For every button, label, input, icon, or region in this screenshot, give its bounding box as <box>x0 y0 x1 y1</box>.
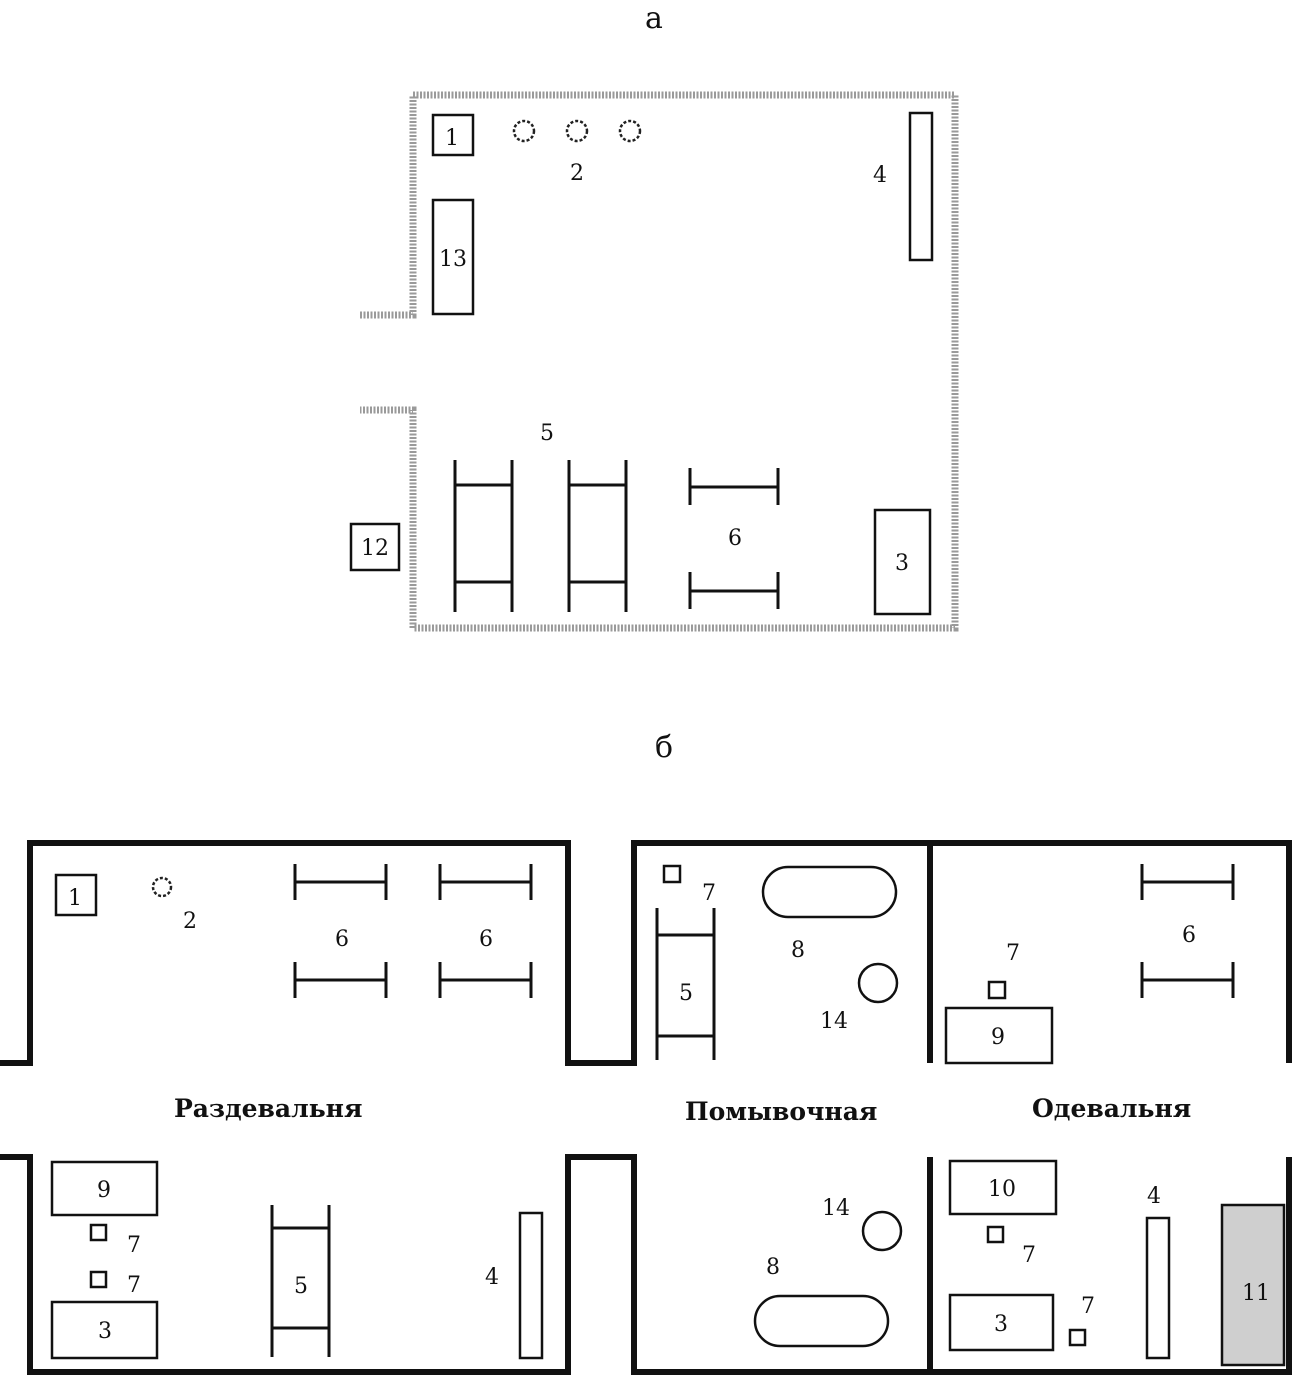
b-item-9-label: 9 <box>97 1178 111 1203</box>
b-item-3-box <box>50 1300 159 1360</box>
b-item-8-tub <box>753 1294 890 1348</box>
b-item-5-bench-washing <box>655 908 716 1060</box>
b-item-9-label: 9 <box>991 1025 1005 1050</box>
a-item-3-label: 3 <box>895 551 909 576</box>
b-wall-bottom <box>0 1154 1292 1375</box>
b-item-6-bench-4 <box>438 962 533 998</box>
b-item-6-bench-1 <box>293 864 388 900</box>
b-item-9-box <box>944 1006 1054 1065</box>
b-item-2-circle <box>151 876 173 898</box>
b-item-6-bench-3 <box>293 962 388 998</box>
b-item-4-label: 4 <box>1147 1184 1161 1209</box>
a-item-5-bench-left <box>453 460 514 612</box>
b-item-1-box <box>54 873 98 917</box>
a-item-6-bench-bottom <box>688 572 780 609</box>
figure-a-label: а <box>645 1 663 36</box>
b-item-14-circle <box>857 962 899 1004</box>
a-item-6-bench-top <box>688 468 780 505</box>
a-item-13-box <box>431 198 475 316</box>
a-item-2-label: 2 <box>570 161 584 186</box>
a-item-13-label: 13 <box>439 247 467 272</box>
a-item-4-label: 4 <box>873 163 887 188</box>
b-item-5-bench-undressing <box>270 1205 331 1357</box>
b-item-3-box <box>948 1293 1055 1352</box>
b-item-7-box <box>89 1223 108 1242</box>
b-item-1-label: 1 <box>68 886 82 911</box>
b-item-7-label: 7 <box>127 1273 141 1298</box>
b-undressing-wall-top <box>0 840 1292 1066</box>
a-item-1-box <box>431 113 475 157</box>
b-item-7-box <box>1068 1328 1087 1347</box>
room-name-undressing: Раздевальня <box>174 1094 362 1123</box>
b-item-6-label: 6 <box>479 927 493 952</box>
b-item-7-box <box>89 1270 108 1289</box>
b-item-8-label: 8 <box>766 1255 780 1280</box>
a-item-5-bench-right <box>567 460 628 612</box>
room-name-dressing: Одевальня <box>1032 1094 1191 1123</box>
b-item-11-box <box>1220 1203 1286 1367</box>
b-item-5-label: 5 <box>294 1274 308 1299</box>
b-item-6-label: 6 <box>1182 923 1196 948</box>
b-item-7-box <box>662 864 682 884</box>
b-item-7-box <box>986 1225 1005 1244</box>
b-item-6-bench-5 <box>1140 864 1235 900</box>
a-item-5-label: 5 <box>540 421 554 446</box>
b-item-9-box <box>50 1160 159 1217</box>
a-item-12-label: 12 <box>361 536 389 561</box>
b-item-7-box <box>987 980 1007 1000</box>
b-item-4-label: 4 <box>485 1265 499 1290</box>
b-item-6-bench-2 <box>438 864 533 900</box>
b-item-7-label: 7 <box>1081 1294 1095 1319</box>
b-item-7-label: 7 <box>702 881 716 906</box>
b-item-7-label: 7 <box>127 1233 141 1258</box>
a-item-1-label: 1 <box>445 126 459 151</box>
b-item-6-bench-6 <box>1140 962 1235 998</box>
figure-a-wall <box>360 91 959 632</box>
a-item-4-box <box>908 111 934 262</box>
room-name-washing: Помывочная <box>685 1097 877 1126</box>
b-item-14-label: 14 <box>822 1196 850 1221</box>
b-item-7-label: 7 <box>1006 941 1020 966</box>
b-item-10-box <box>948 1159 1058 1216</box>
b-item-3-label: 3 <box>994 1312 1008 1337</box>
b-item-8-label: 8 <box>791 938 805 963</box>
b-item-7-label: 7 <box>1022 1243 1036 1268</box>
b-item-4-box <box>518 1211 544 1360</box>
b-item-2-label: 2 <box>183 909 197 934</box>
b-item-3-label: 3 <box>98 1319 112 1344</box>
a-item-2-circle <box>565 119 589 143</box>
a-item-12-box <box>349 522 401 572</box>
a-item-2-circle <box>618 119 642 143</box>
a-item-3-box <box>873 508 932 616</box>
b-item-5-label: 5 <box>679 981 693 1006</box>
b-item-11-label: 11 <box>1242 1281 1270 1306</box>
b-item-14-circle <box>861 1210 903 1252</box>
b-item-8-tub <box>761 865 898 919</box>
a-item-2-circle <box>512 119 536 143</box>
figure-b-label: б <box>655 730 673 765</box>
b-item-14-label: 14 <box>820 1009 848 1034</box>
b-item-4-box <box>1145 1216 1171 1360</box>
b-item-6-label: 6 <box>335 927 349 952</box>
b-item-10-label: 10 <box>988 1177 1016 1202</box>
a-item-6-label: 6 <box>728 526 742 551</box>
